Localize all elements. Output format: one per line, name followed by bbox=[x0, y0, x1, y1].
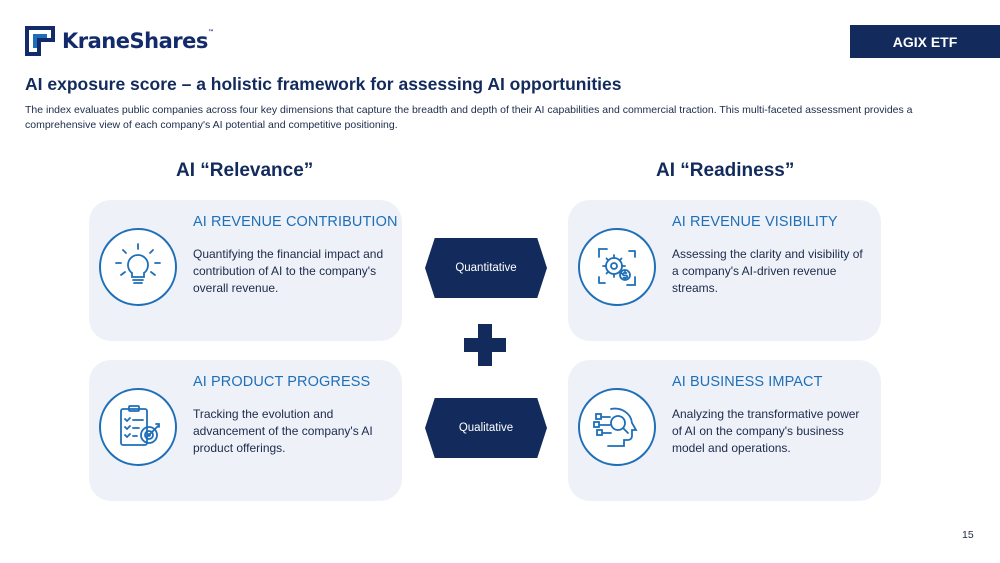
column-heading-readiness: AI “Readiness” bbox=[656, 160, 795, 181]
card-ai-revenue-contribution: AI REVENUE CONTRIBUTION Quantifying the … bbox=[89, 200, 402, 341]
lightbulb-icon bbox=[99, 228, 177, 306]
connector-quantitative: Quantitative bbox=[425, 238, 547, 298]
card-ai-product-progress: AI PRODUCT PROGRESS Tracking the evoluti… bbox=[89, 360, 402, 501]
connector-qualitative: Qualitative bbox=[425, 398, 547, 458]
card-ai-revenue-visibility: AI REVENUE VISIBILITY Assessing the clar… bbox=[568, 200, 881, 341]
head-magnifier-icon bbox=[578, 388, 656, 466]
card-text: Tracking the evolution and advancement o… bbox=[193, 407, 373, 455]
page-number: 15 bbox=[962, 529, 974, 541]
card-text: Assessing the clarity and visibility of … bbox=[672, 247, 863, 295]
checklist-target-icon bbox=[99, 388, 177, 466]
card-title: AI PRODUCT PROGRESS bbox=[193, 374, 371, 390]
logo-mark-icon bbox=[25, 26, 55, 56]
etf-tag: AGIX ETF bbox=[850, 25, 1000, 58]
gear-dollar-cycle-icon bbox=[578, 228, 656, 306]
card-ai-business-impact: AI BUSINESS IMPACT Analyzing the transfo… bbox=[568, 360, 881, 501]
logo-text: KraneShares™ bbox=[62, 29, 214, 53]
card-title: AI REVENUE VISIBILITY bbox=[672, 214, 838, 230]
card-title: AI BUSINESS IMPACT bbox=[672, 374, 823, 390]
krane-shares-logo: KraneShares™ bbox=[25, 26, 214, 56]
card-text: Analyzing the transformative power of AI… bbox=[672, 407, 860, 455]
card-title: AI REVENUE CONTRIBUTION bbox=[193, 214, 398, 230]
page-description: The index evaluates public companies acr… bbox=[25, 104, 913, 131]
card-text: Quantifying the financial impact and con… bbox=[193, 247, 384, 295]
column-heading-relevance: AI “Relevance” bbox=[176, 160, 314, 181]
page-title: AI exposure score – a holistic framework… bbox=[25, 74, 622, 94]
plus-icon bbox=[464, 324, 506, 366]
